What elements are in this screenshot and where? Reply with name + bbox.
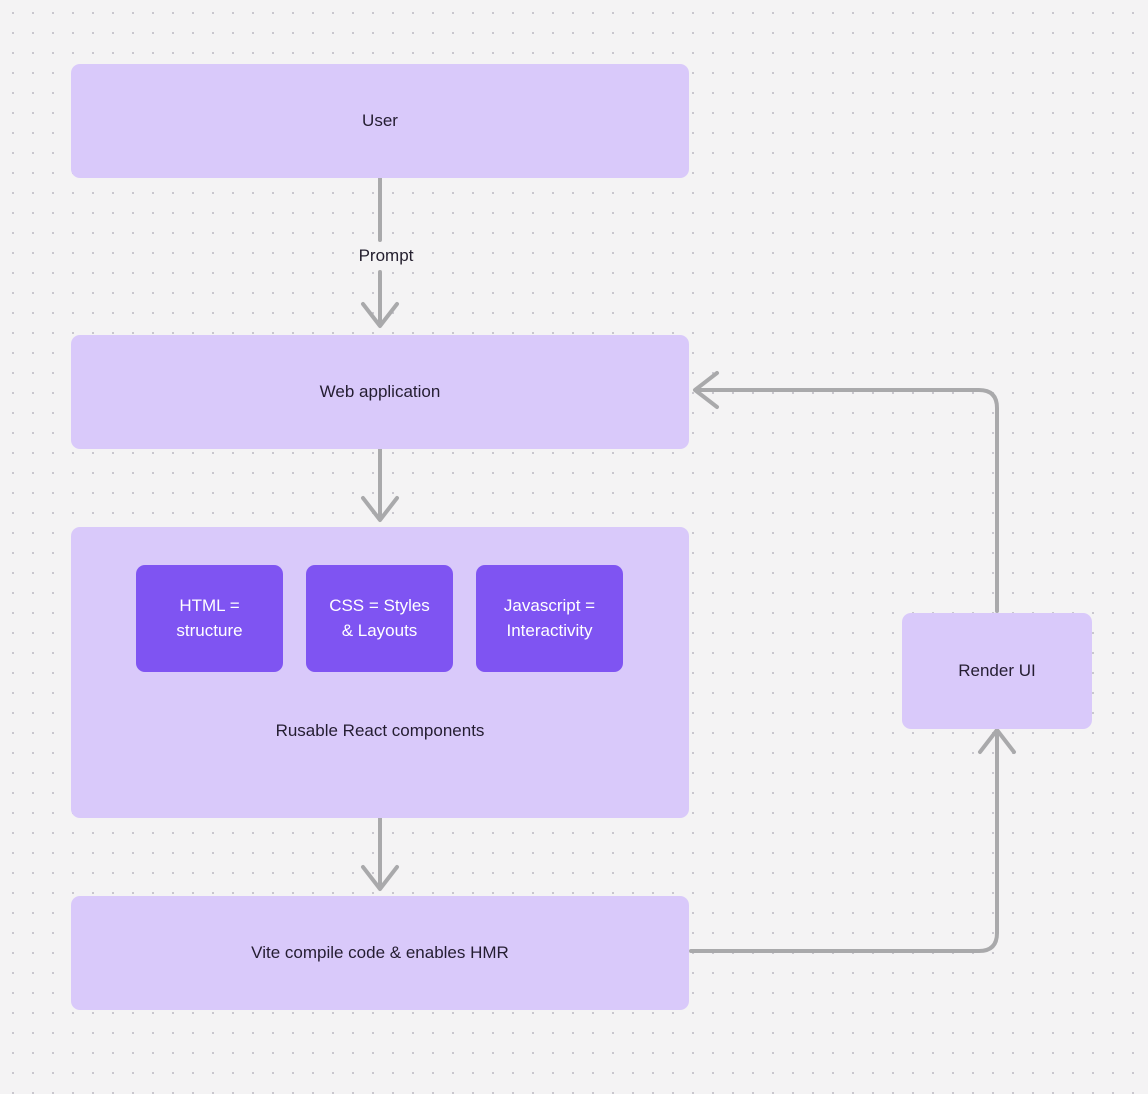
node-vite[interactable]: Vite compile code & enables HMR bbox=[71, 896, 689, 1010]
edge-render-ui-to-web-application bbox=[694, 388, 999, 613]
arrowhead-into-web-application-right bbox=[693, 371, 719, 409]
node-html-label-line1: HTML = bbox=[179, 596, 240, 616]
edge-label-prompt-text: Prompt bbox=[358, 246, 414, 265]
node-css[interactable]: CSS = Styles & Layouts bbox=[306, 565, 453, 672]
node-javascript[interactable]: Javascript = Interactivity bbox=[476, 565, 623, 672]
edge-vite-to-render-ui bbox=[689, 729, 999, 953]
node-css-label-line1: CSS = Styles bbox=[329, 596, 430, 616]
arrowhead-into-vite bbox=[361, 865, 399, 891]
node-html[interactable]: HTML = structure bbox=[136, 565, 283, 672]
node-user-label: User bbox=[362, 110, 398, 130]
node-user[interactable]: User bbox=[71, 64, 689, 178]
arrowhead-into-render-ui-bottom bbox=[978, 728, 1016, 754]
node-components-group-label: Rusable React components bbox=[275, 721, 485, 740]
arrowhead-into-web-application-top bbox=[361, 302, 399, 328]
node-javascript-label-line1: Javascript = bbox=[503, 596, 596, 616]
node-render-ui-label: Render UI bbox=[958, 660, 1036, 680]
node-html-label-line2: structure bbox=[176, 620, 243, 640]
node-render-ui[interactable]: Render UI bbox=[902, 613, 1092, 729]
edge-label-prompt: Prompt bbox=[330, 245, 442, 267]
node-vite-label: Vite compile code & enables HMR bbox=[251, 942, 509, 962]
arrowhead-into-components bbox=[361, 496, 399, 522]
node-javascript-label-line2: Interactivity bbox=[506, 620, 593, 640]
node-web-application-label: Web application bbox=[319, 381, 441, 401]
node-web-application[interactable]: Web application bbox=[71, 335, 689, 449]
node-css-label-line2: & Layouts bbox=[341, 620, 418, 640]
